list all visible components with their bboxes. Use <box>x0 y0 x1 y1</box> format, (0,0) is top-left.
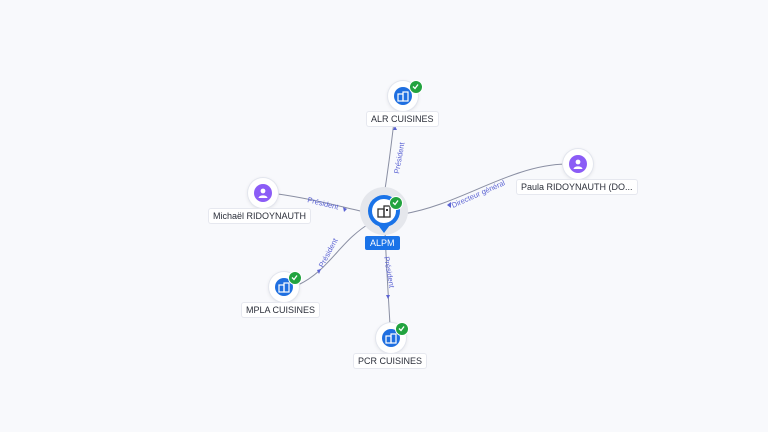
node-label-mpla-cuisines: MPLA CUISINES <box>242 303 320 317</box>
node-label-alpm: ALPM <box>365 236 400 250</box>
person-icon <box>573 159 583 169</box>
edge-mpla <box>297 221 373 286</box>
edge-label-paula: Directeur général <box>450 178 507 210</box>
edge-label-michael: Président <box>307 195 341 212</box>
node-paula-ridoynauth[interactable] <box>563 149 593 179</box>
node-label-alr-cuisines: ALR CUISINES <box>367 112 438 126</box>
node-pcr-cuisines[interactable] <box>376 322 409 353</box>
verified-check-icon <box>409 80 423 94</box>
edge-arrow-alr <box>393 126 397 130</box>
edge-michael <box>277 193 366 213</box>
node-alr-cuisines[interactable] <box>388 80 423 111</box>
verified-check-icon <box>389 196 403 210</box>
person-icon <box>258 188 268 198</box>
node-circle <box>248 178 278 208</box>
edge-label-alr: Président <box>392 141 407 175</box>
node-michael-ridoynauth[interactable] <box>248 178 278 208</box>
verified-check-icon <box>288 271 302 285</box>
building-icon <box>278 282 290 293</box>
building-icon <box>377 205 391 218</box>
node-label-paula-ridoynauth: Paula RIDOYNAUTH (DO... <box>517 180 637 194</box>
node-mpla-cuisines[interactable] <box>269 271 302 302</box>
node-circle <box>563 149 593 179</box>
edge-label-pcr: Président <box>382 256 397 290</box>
node-circle <box>376 323 406 353</box>
building-icon <box>397 91 409 102</box>
building-icon <box>385 333 397 344</box>
edge-arrow-michael <box>343 207 347 212</box>
verified-check-icon <box>395 322 409 336</box>
center-pin-tail <box>378 225 390 233</box>
node-circle <box>388 81 418 111</box>
edge-paula <box>402 163 567 215</box>
edge-arrow-mpla <box>317 269 321 274</box>
node-label-pcr-cuisines: PCR CUISINES <box>354 354 427 368</box>
node-label-michael-ridoynauth: Michaël RIDOYNAUTH <box>209 209 311 223</box>
node-alpm[interactable]: ALPM <box>360 187 408 254</box>
edge-arrow-paula <box>447 202 451 208</box>
edge-arrow-pcr <box>386 295 390 299</box>
